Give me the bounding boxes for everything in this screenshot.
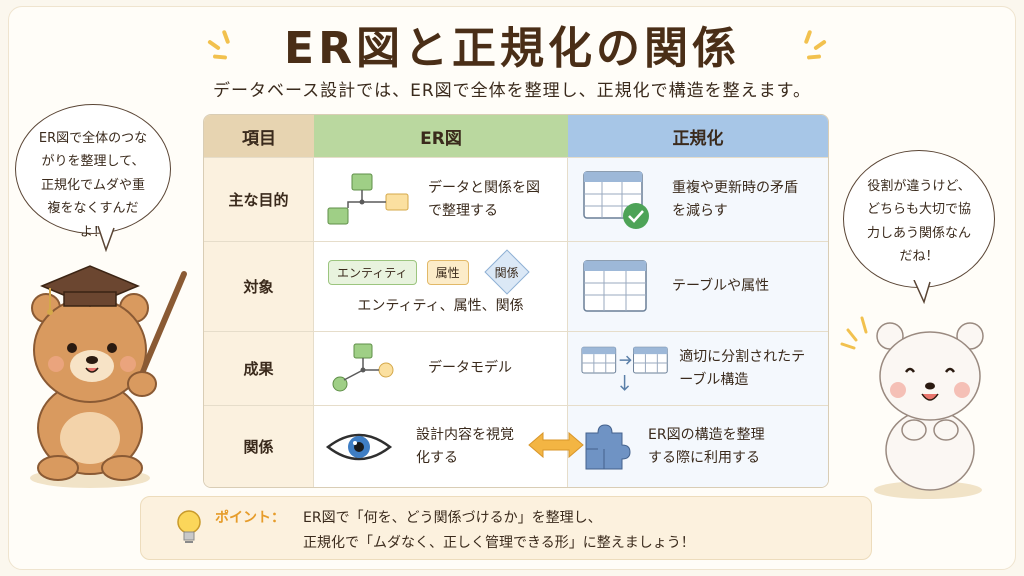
table-check-icon xyxy=(583,170,649,229)
comparison-table: 項目 ER図 正規化 主な目的 データと関係を図で整理する xyxy=(203,114,829,488)
row-label: 関係 xyxy=(204,405,314,487)
normalization-cell: 重複や更新時の矛盾を減らす xyxy=(568,157,828,241)
header-normalization: 正規化 xyxy=(568,115,828,157)
pointer-stick-icon xyxy=(137,271,187,381)
table-row: 成果 データモデル xyxy=(204,331,828,405)
header-item: 項目 xyxy=(204,115,314,157)
er-target-text: エンティティ、属性、関係 xyxy=(357,298,524,315)
normalization-cell: テーブルや属性 xyxy=(568,241,828,331)
table-icon xyxy=(583,259,647,312)
data-model-icon xyxy=(332,343,394,391)
page-title: ER図と正規化の関係 xyxy=(284,23,740,74)
relation-tag-label: 関係 xyxy=(494,266,519,281)
attribute-tag: 属性 xyxy=(426,259,469,285)
er-cell: エンティティ 属性 関係 エンティティ、属性、関係 xyxy=(314,241,568,331)
er-result-text: データモデル xyxy=(428,360,512,377)
relation-tag: 関係 xyxy=(479,249,535,295)
normalization-result-text: 適切に分割されたテーブル構造 xyxy=(679,349,806,388)
right-bubble-text: 役割が違うけど、どちらも大切で協力しあう関係なんだね！ xyxy=(866,179,971,265)
table-row: 対象 エンティティ 属性 関係 エンティティ、属性、関係 xyxy=(204,241,828,331)
table-row: 関係 設計内容を視覚化する ER図の構造を整理する際に利用する xyxy=(204,405,828,487)
bubble-tail xyxy=(913,280,931,304)
point-line-1: ER図で「何を、どう関係づけるか」を整理し、 xyxy=(303,510,602,526)
normalization-cell: 適切に分割されたテーブル構造 xyxy=(568,331,828,405)
row-label: 主な目的 xyxy=(204,157,314,241)
er-cell: データモデル xyxy=(314,331,568,405)
split-tables-icon xyxy=(581,346,668,391)
bubble-tail xyxy=(97,226,115,252)
header-er: ER図 xyxy=(314,115,568,157)
graduation-cap-icon xyxy=(40,265,140,315)
sparkle-icon xyxy=(840,316,868,350)
entity-tag: エンティティ xyxy=(328,259,417,285)
point-line-2: 正規化で「ムダなく、正しく管理できる形」に整えましょう！ xyxy=(303,535,695,551)
puzzle-icon xyxy=(585,423,631,469)
table-row: 主な目的 データと関係を図で整理する xyxy=(204,157,828,241)
normalization-cell: ER図の構造を整理する際に利用する xyxy=(568,405,828,487)
point-box: ポイント： ER図で「何を、どう関係づけるか」を整理し、 正規化で「ムダなく、正… xyxy=(140,496,872,560)
bear-teacher-illustration xyxy=(30,265,187,488)
row-label: 対象 xyxy=(204,241,314,331)
normalization-target-text: テーブルや属性 xyxy=(672,278,770,295)
er-purpose-text: データと関係を図で整理する xyxy=(428,180,540,219)
er-diagram-icon xyxy=(327,173,409,224)
eye-icon xyxy=(325,433,393,460)
row-label: 成果 xyxy=(204,331,314,405)
double-arrow-icon xyxy=(528,431,584,459)
normalization-relation-text: ER図の構造を整理する際に利用する xyxy=(648,427,765,466)
left-speech-bubble: ER図で全体のつながりを整理して、正規化でムダや重複をなくすんだよ！ xyxy=(15,104,171,240)
white-bear-illustration xyxy=(840,316,984,499)
er-relation-text: 設計内容を視覚化する xyxy=(416,427,514,466)
table-header-row: 項目 ER図 正規化 xyxy=(204,115,828,157)
left-bubble-text: ER図で全体のつながりを整理して、正規化でムダや重複をなくすんだよ！ xyxy=(38,131,148,240)
point-label: ポイント： xyxy=(215,510,285,526)
right-speech-bubble: 役割が違うけど、どちらも大切で協力しあう関係なんだね！ xyxy=(843,150,995,288)
normalization-purpose-text: 重複や更新時の矛盾を減らす xyxy=(672,180,798,219)
page-subtitle: データベース設計では、ER図で全体を整理し、正規化で構造を整えます。 xyxy=(212,81,811,101)
er-cell: データと関係を図で整理する xyxy=(314,157,568,241)
lightbulb-icon xyxy=(177,510,201,543)
